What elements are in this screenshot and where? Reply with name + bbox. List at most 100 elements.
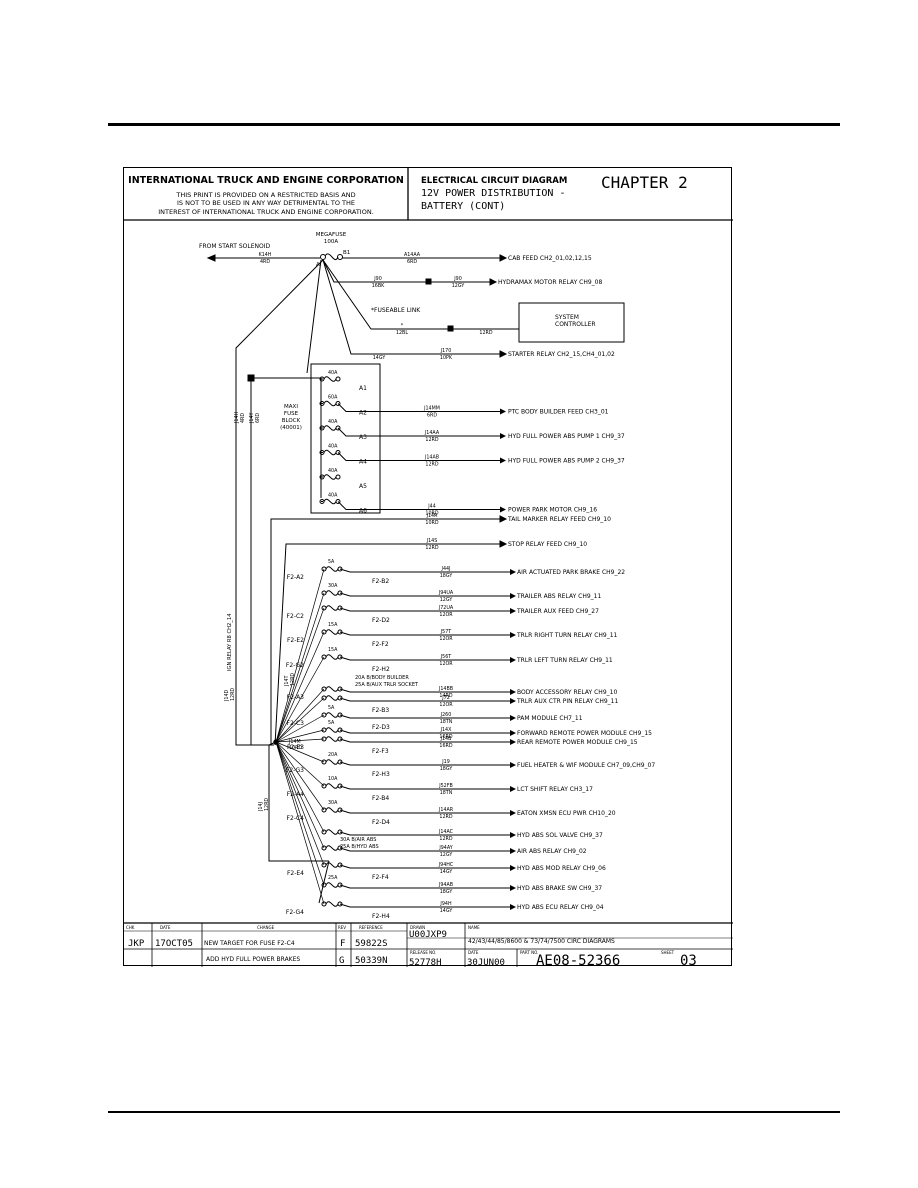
megafuse-node-a [320,254,326,260]
f2-wire-2 [339,607,510,612]
rev-header-reference: REFERENCE [359,925,383,930]
f2-dest-17: HYD ABS ECU RELAY CH9_04 [517,904,604,911]
f2-wire-0 [339,568,510,573]
title-block: INTERNATIONAL TRUCK AND ENGINE CORPORATI… [124,168,733,221]
f2-feed-10 [275,741,325,763]
f2-gauge-15: 14GY [440,869,453,875]
f2-fuse-2-terminal-out [337,605,343,611]
top-circuit-wire-2: * [401,323,404,329]
f2-wireid-15: J94HC [438,862,454,868]
f2-feed-16 [275,741,325,886]
f2-wireid-5: J14BB [438,686,453,692]
f2-fuse-11-terminal-out [337,783,343,789]
revision-table-text: CHK DATE CHANGE REV REFERENCE DRAWN NAME… [126,925,697,967]
maxi-fuse-gauge-A6: 10RD [425,511,438,517]
body-builder-note-2: 25A B/AUX TRLR SOCKET [355,682,419,688]
f2-gauge-16: 18GY [440,889,453,895]
row1-change: NEW TARGET FOR FUSE F2-C4 [204,940,295,947]
f2-wire-17 [339,903,510,908]
f2-amp-16: 25A [328,875,338,881]
maxi-fuse-block: MAXI FUSE BLOCK (40001) [247,363,381,745]
f2-wireid-6: J72 [441,695,450,701]
name-value: 42/43/44/85/8600 & 73/74/7500 CIRC DIAGR… [468,938,615,945]
f2-dest-5: BODY ACCESSORY RELAY CH9_10 [517,689,617,696]
f2-fuse-10-terminal-out [337,759,343,765]
k14h-wire: K14H [259,252,272,258]
f2-wireid-17: J94H [439,901,452,907]
maxi-fuse-dest-A6: POWER PARK MOTOR CH9_16 [508,507,597,514]
rev-header-change: CHANGE [257,925,275,930]
row2-change: ADD HYD FULL POWER BRAKES [206,956,300,963]
top-circuit-wire2-1: J90 [453,276,462,282]
f2-wireid-3: J57T [440,629,452,635]
body-builder-note-1: 20A B/BODY BUILDER [355,675,409,681]
f2-right-label-2: F2-D2 [372,617,390,624]
maxi-fuse-label-A6: A6 [359,508,367,515]
f2-dest-12: EATON XMSN ECU PWR CH10_20 [517,810,616,817]
maxi-fuse-A4-terminal-out [335,450,341,455]
maxi-label-2: FUSE [284,411,299,417]
fuseable-link-label: *FUSEABLE LINK [371,307,421,314]
f2-gauge-17: 14GY [440,908,453,914]
f2-gauge-2: 12OR [439,612,453,618]
maxi-fuse-arrow-A4 [500,457,506,464]
top-circuit-dest-1: HYDRAMAX MOTOR RELAY CH9_08 [498,279,602,286]
f2-left-label-12: F2-C4 [287,815,305,822]
f2-left-label-2: F2-C2 [287,613,305,620]
top-circuit-wire-3: J170 [440,348,452,354]
f2-left-label-7: F2-C3 [287,720,305,727]
f2-arrow-13 [510,832,516,838]
f2-wireid-14: J94AY [438,845,452,851]
f2-fuse-13-symbol [325,829,339,835]
top-circuit-gauge-2: 12BL [396,330,408,336]
f2-wire-6 [339,697,510,702]
k14h-gauge: 4RD [260,259,270,265]
f2-right-label-10: F2-H3 [372,771,390,778]
f2-wire-9 [339,738,510,743]
f2-amp-4: 15A [328,647,338,653]
vertical-wire-labels: J14H 4RD J14Y 6RD J14D 12RD J14T 12RD J1… [224,411,419,850]
maxi-label-1: MAXI [284,404,298,410]
f2-fuse-9-symbol [325,736,339,742]
f2-fuse-6-terminal-out [337,695,343,701]
f2-arrow-1 [510,593,516,599]
f2-feed-6 [275,697,325,743]
maxi-fuse-gauge-A4: 12RD [425,462,438,468]
maxi-fuse-A3-symbol [323,425,337,431]
f2-right-label-0: F2-B2 [372,578,389,585]
f2-wireid-0: J44J [441,566,451,572]
row2-rev: G [339,956,344,966]
maxi-fuse-arrow-A6 [500,506,506,513]
f2-amp-1: 30A [328,583,338,589]
row2-reference: 50339N [355,956,388,966]
f2-dest-10: FUEL HEATER & WIF MODULE CH7_09,CH9_07 [517,762,655,769]
f2-fuse-16-symbol [325,882,339,888]
rev-header-part: PART NO. [520,950,538,955]
f2-dest-9: REAR REMOTE POWER MODULE CH9_15 [517,739,638,746]
notice-line-3: INTEREST OF INTERNATIONAL TRUCK AND ENGI… [158,208,374,216]
f2-left-label-5: F2-A3 [287,694,304,701]
maxi-label-4: (40001) [280,425,302,431]
f2-fuse-1-symbol [325,590,339,596]
top-circuit-gauge2-2: 12RD [479,330,492,336]
f2-right-label-6: F2-B3 [372,707,389,714]
f2-wireid-1: J94UA [438,590,454,596]
f2-amp-11: 10A [328,776,338,782]
f2-arrow-0 [510,569,516,575]
f2-wireid-11: J52FB [438,783,453,789]
maxi-fuse-A2-terminal-out [335,401,341,406]
f2-amp-8: 5A [328,720,335,726]
f2-right-label-15: F2-F4 [372,874,389,881]
f2-gauge-9: 16RD [439,743,452,749]
